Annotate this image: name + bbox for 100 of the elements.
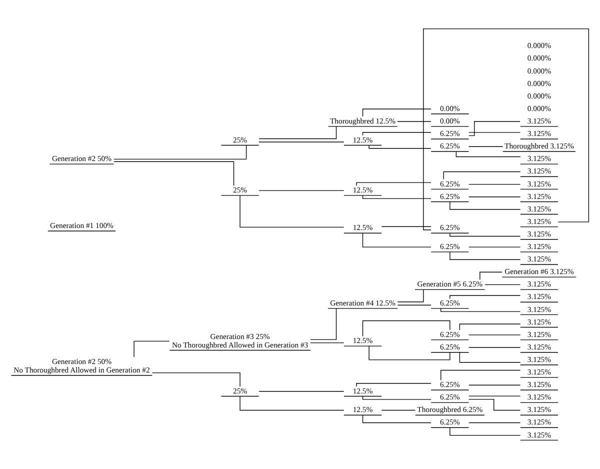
node-text: 3.125% <box>527 116 551 126</box>
node-text: 6.25% <box>440 129 460 138</box>
node-text: Thoroughbred 12.5% <box>330 116 396 126</box>
node-text: 6.25% <box>440 418 460 427</box>
connector <box>362 108 432 117</box>
connector <box>450 202 521 210</box>
node-text: Generation #3 25% No Thoroughbred Allowed in Generation #3 <box>172 332 308 350</box>
connector <box>450 232 521 237</box>
node-text: 25% <box>233 186 248 195</box>
connector <box>258 391 344 392</box>
node-text: 3.125% <box>527 418 551 427</box>
connector <box>258 190 344 191</box>
connector <box>381 226 432 227</box>
node-text: 12.5% <box>352 223 373 232</box>
connector <box>468 398 521 411</box>
connector <box>468 334 521 336</box>
connector <box>152 372 240 387</box>
node-text: Generation #1 100% <box>50 221 114 230</box>
connector <box>310 308 337 340</box>
connector <box>468 196 521 198</box>
label: 0.000% <box>527 54 551 63</box>
node-text: 6.25% <box>440 179 460 188</box>
node-text: 3.125% <box>527 430 551 440</box>
connector <box>450 252 521 260</box>
node-text: 3.125% <box>527 204 551 214</box>
connector <box>468 246 521 248</box>
node-text: 12.5% <box>352 405 373 414</box>
node-text: 25% <box>233 135 248 144</box>
node-text: 3.125% <box>527 179 551 188</box>
label: 0.000% <box>527 78 551 88</box>
node-text: 12.5% <box>352 186 373 195</box>
connector <box>468 146 504 147</box>
node-text: Thoroughbred 3.125% <box>504 142 574 151</box>
connector <box>468 121 520 136</box>
node-text: Generation #2 50% <box>52 154 112 164</box>
node-text: 0.00% <box>440 104 460 113</box>
connector <box>423 28 590 230</box>
connector <box>381 410 416 411</box>
label: 0.000% <box>527 104 551 113</box>
node-text: 12.5% <box>352 336 373 346</box>
connector <box>397 289 424 302</box>
connector <box>114 161 234 186</box>
node-text: 3.125% <box>527 229 551 238</box>
connector <box>468 184 521 185</box>
node-text: 12.5% <box>352 386 373 396</box>
node-text: 3.125% <box>527 380 551 390</box>
connector <box>440 370 521 380</box>
label: 0.000% <box>527 91 551 100</box>
connector <box>362 414 432 424</box>
node-text: 3.125% <box>527 405 551 414</box>
connector <box>456 151 521 158</box>
node-text: 12.5% <box>352 135 373 144</box>
connector <box>240 195 344 228</box>
node-text: Generation #4 12.5% <box>330 298 396 308</box>
node-text: Generation #6 3.125% <box>504 267 574 276</box>
node-text: 6.25% <box>440 330 460 339</box>
connector <box>468 384 521 386</box>
connector <box>440 308 521 312</box>
connector <box>450 295 521 299</box>
node-text: 3.125% <box>527 129 551 138</box>
connector <box>368 346 450 360</box>
node-text: 6.25% <box>440 380 460 390</box>
connector <box>134 340 170 358</box>
connector <box>356 383 432 387</box>
connector <box>114 144 247 160</box>
connector <box>397 304 432 306</box>
connector <box>459 352 521 363</box>
connector <box>362 232 432 248</box>
connector <box>468 132 521 133</box>
label: 0.000% <box>527 41 551 50</box>
connector <box>484 284 521 286</box>
connector <box>459 324 521 330</box>
node-text: 3.125% <box>527 330 551 339</box>
node-text: 3.125% <box>527 254 551 264</box>
node-text: 3.125% <box>527 154 551 164</box>
connector <box>362 396 432 400</box>
node-text: Generation #2 50% No Thoroughbred Allowed in Generation #2 <box>14 357 150 374</box>
connector <box>480 272 502 280</box>
node-text: 6.25% <box>440 223 460 232</box>
node-text: 6.25% <box>440 392 460 402</box>
node-text: 3.125% <box>527 216 551 226</box>
connector <box>362 132 432 136</box>
node-text: 3.125% <box>527 368 551 377</box>
connector <box>443 171 521 180</box>
connector <box>362 195 432 199</box>
connector <box>240 396 344 411</box>
node-text: 3.125% <box>527 166 551 176</box>
label: 0.000% <box>527 66 551 76</box>
node-text: 3.125% <box>527 192 551 201</box>
node-text: 3.125% <box>527 342 551 352</box>
node-text: Thoroughbred 6.25% <box>417 405 483 414</box>
node-text: 6.25% <box>440 342 460 352</box>
connector <box>362 320 450 337</box>
node-text: 0.00% <box>440 116 460 126</box>
connector <box>258 126 337 140</box>
node-text: 3.125% <box>527 242 551 252</box>
connector <box>468 347 521 348</box>
connector <box>397 121 432 122</box>
connector <box>450 428 521 436</box>
node-text: 3.125% <box>527 304 551 314</box>
